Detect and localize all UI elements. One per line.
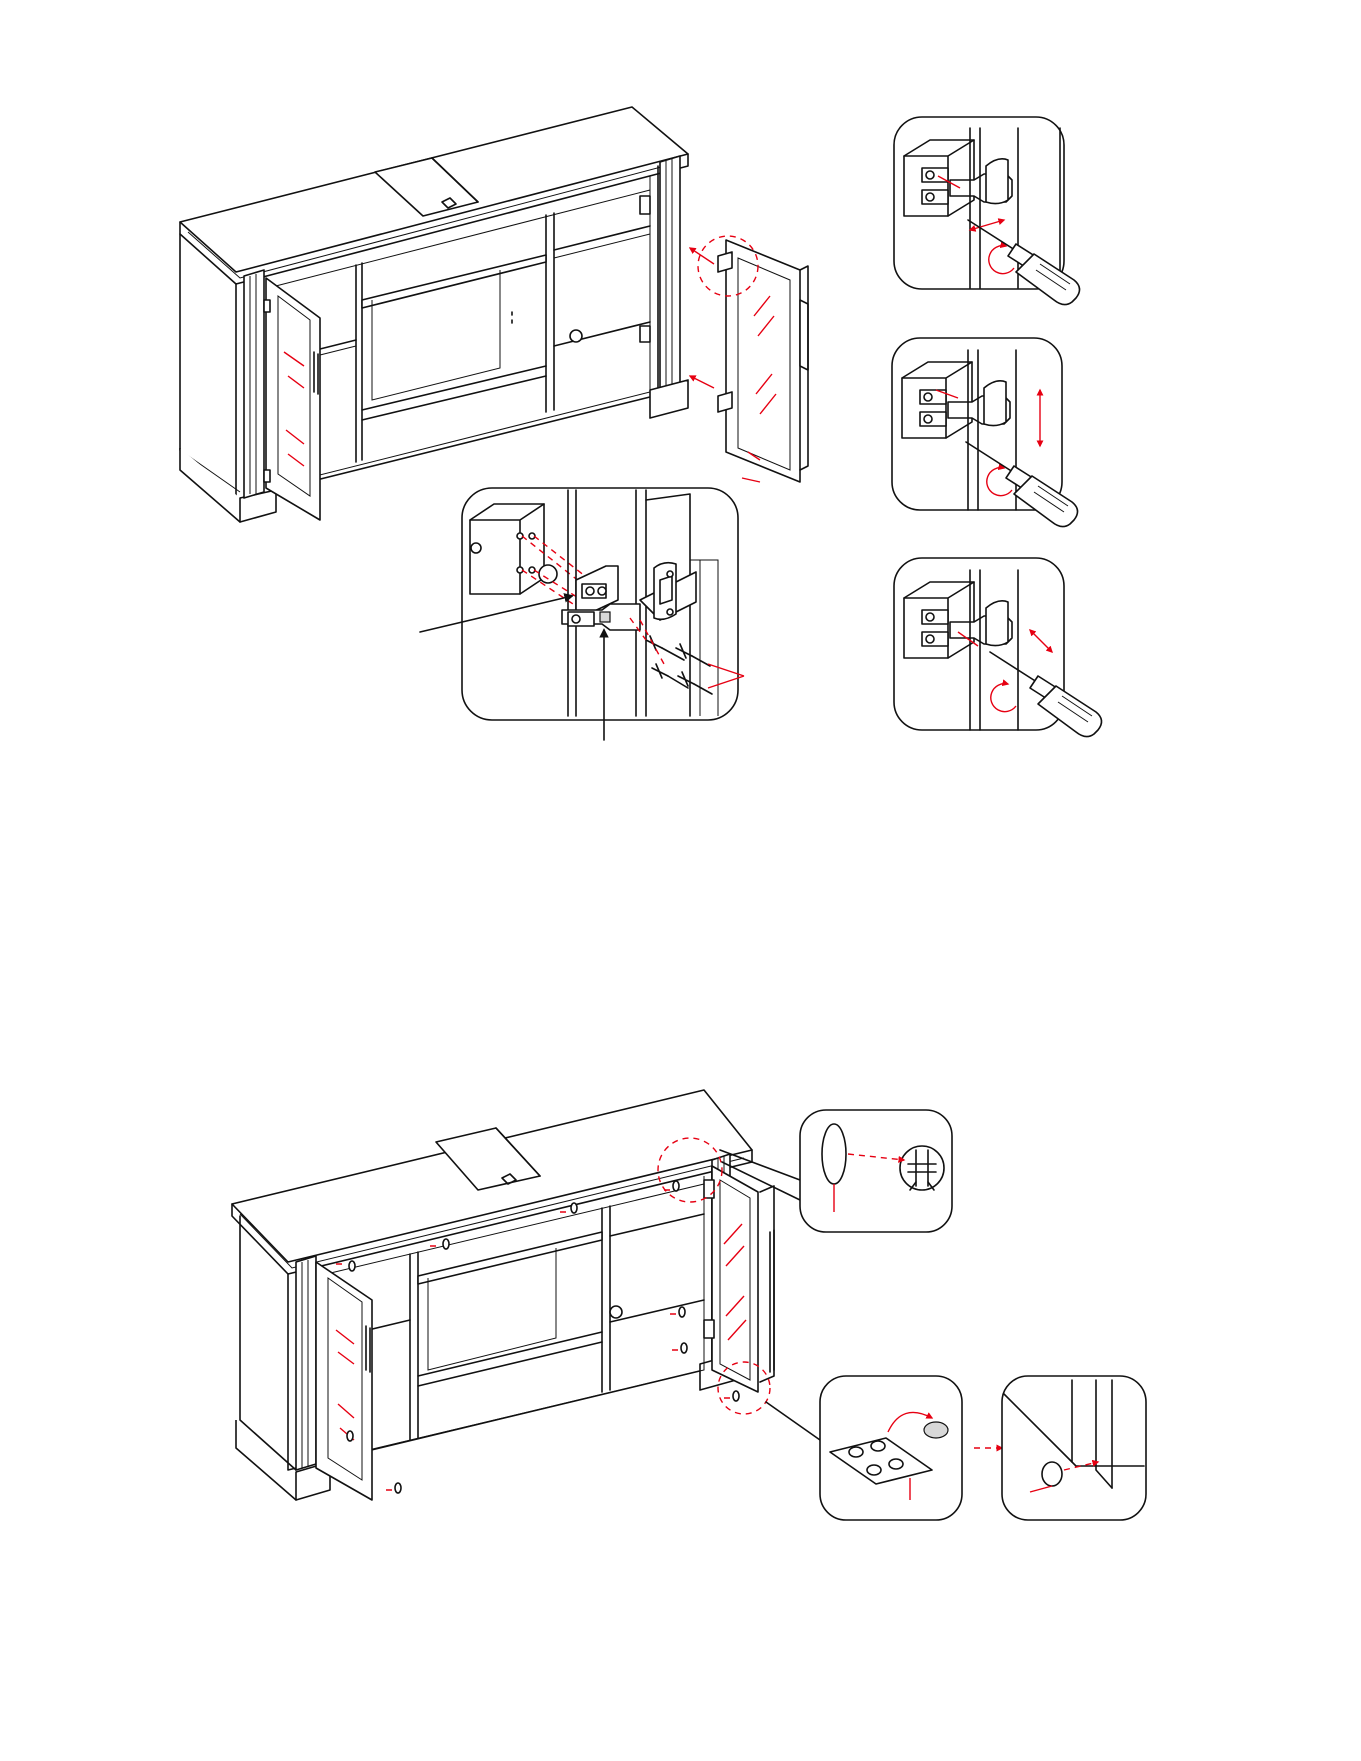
bumper-applied-inset — [1002, 1376, 1146, 1520]
hinge-detail-inset — [420, 488, 744, 740]
hinge-adjust-side-inset — [894, 558, 1102, 737]
bumper-sheet-inset — [820, 1376, 962, 1520]
door-mounting-figure — [180, 107, 808, 522]
hinge-adjust-height-inset — [892, 338, 1078, 527]
shelf-pin-bumpers-figure — [232, 1090, 820, 1500]
hinge-adjust-depth-inset — [894, 117, 1080, 305]
bumper-pin-inset — [800, 1110, 952, 1232]
